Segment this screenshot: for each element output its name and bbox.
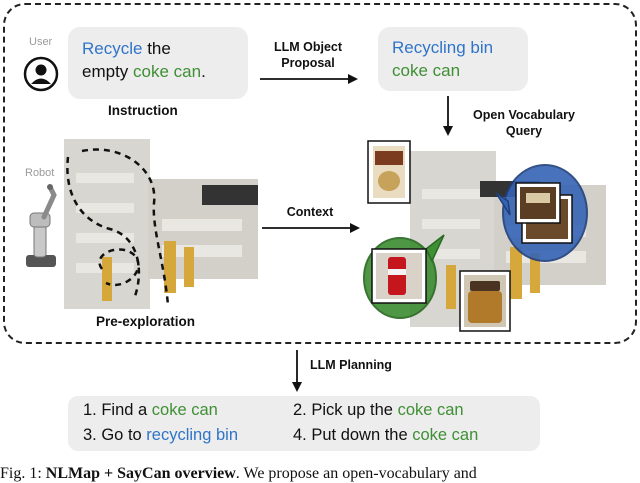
instruction-caption: Instruction bbox=[108, 103, 178, 118]
context-arrow-icon bbox=[262, 223, 360, 233]
proposal-item-coke-can: coke can bbox=[392, 61, 461, 80]
figure-caption-text: . We propose an open-vocabulary and bbox=[235, 465, 477, 482]
open-vocabulary-query-line1: Open Vocabulary bbox=[473, 108, 575, 122]
dashed-frame bbox=[3, 3, 637, 344]
plan-step-3-text: 3. Go to bbox=[83, 426, 147, 444]
plan-step-1: 1. Find a coke can bbox=[83, 401, 218, 420]
llm-object-proposal-line1: LLM Object bbox=[273, 40, 343, 54]
open-vocabulary-query-label: Open Vocabulary Query bbox=[462, 107, 586, 139]
plan-step-2: 2. Pick up the coke can bbox=[293, 401, 464, 420]
query-arrow-icon bbox=[443, 96, 453, 136]
figure-caption-label: Fig. 1: bbox=[0, 465, 42, 482]
instruction-period: . bbox=[201, 62, 206, 81]
robot-icon bbox=[26, 184, 57, 267]
instruction-bubble: Recycle the empty coke can. bbox=[68, 27, 248, 99]
proposal-bubble: Recycling bin coke can bbox=[378, 27, 528, 91]
plan-step-2-object: coke can bbox=[397, 401, 464, 419]
user-label: User bbox=[29, 36, 53, 48]
plan-step-4-text: 4. Put down the bbox=[293, 426, 413, 444]
open-vocabulary-query-line2: Query bbox=[505, 124, 543, 138]
plan-box: 1. Find a coke can 2. Pick up the coke c… bbox=[68, 396, 540, 451]
plan-step-2-text: 2. Pick up the bbox=[293, 401, 398, 419]
query-result-map bbox=[363, 140, 606, 332]
instruction-verb: Recycle bbox=[82, 39, 143, 58]
llm-planning-label: LLM Planning bbox=[310, 358, 392, 372]
pre-exploration-caption: Pre-exploration bbox=[96, 314, 196, 329]
proposal-item-recycling-bin: Recycling bin bbox=[392, 38, 494, 57]
plan-step-3-object: recycling bin bbox=[146, 426, 239, 444]
plan-step-3: 3. Go to recycling bin bbox=[83, 426, 238, 445]
plan-step-1-text: 1. Find a bbox=[83, 401, 152, 419]
instruction-object: coke can bbox=[133, 62, 202, 81]
pre-exploration-map bbox=[64, 139, 258, 309]
figure-caption-title: NLMap + SayCan overview bbox=[45, 465, 236, 482]
instruction-the: the bbox=[142, 39, 171, 58]
planning-arrow-icon bbox=[292, 350, 302, 392]
instruction-empty: empty bbox=[82, 62, 134, 81]
proposal-arrow-icon bbox=[260, 74, 358, 84]
llm-object-proposal-label: LLM Object Proposal bbox=[262, 39, 354, 71]
context-label: Context bbox=[286, 205, 334, 219]
plan-step-4: 4. Put down the coke can bbox=[293, 426, 478, 445]
llm-object-proposal-line2: Proposal bbox=[281, 56, 335, 70]
robot-label: Robot bbox=[25, 167, 55, 179]
plan-step-1-object: coke can bbox=[151, 401, 218, 419]
plan-step-4-object: coke can bbox=[412, 426, 479, 444]
figure-caption: Fig. 1: NLMap + SayCan overview. We prop… bbox=[0, 465, 640, 483]
user-avatar-icon bbox=[23, 56, 59, 92]
